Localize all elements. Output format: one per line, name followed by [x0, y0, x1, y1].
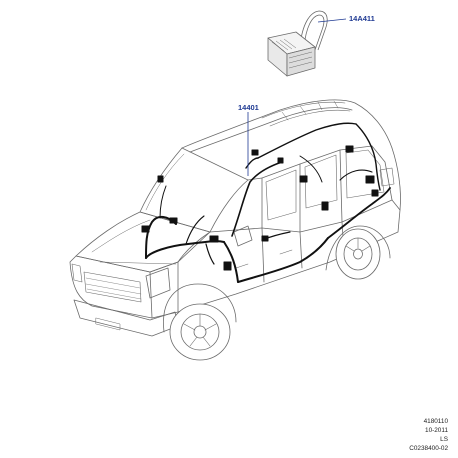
connector-leader-line	[317, 18, 347, 23]
wiring-harness	[141, 122, 391, 283]
drawing-number: 4180110	[423, 418, 448, 425]
callout-harness-part-number: 14401	[238, 103, 259, 112]
vehicle-body	[69, 99, 401, 361]
drawing-reference: C0238400-02	[409, 445, 448, 452]
drawing-date: 10-2011	[425, 427, 448, 434]
drawing-side: LS	[440, 436, 448, 443]
callout-connector-part-number: 14A411	[349, 14, 375, 23]
connector-detail	[267, 10, 328, 77]
drawing-info-block: 4180110 10-2011 LS C0238400-02	[409, 417, 448, 453]
